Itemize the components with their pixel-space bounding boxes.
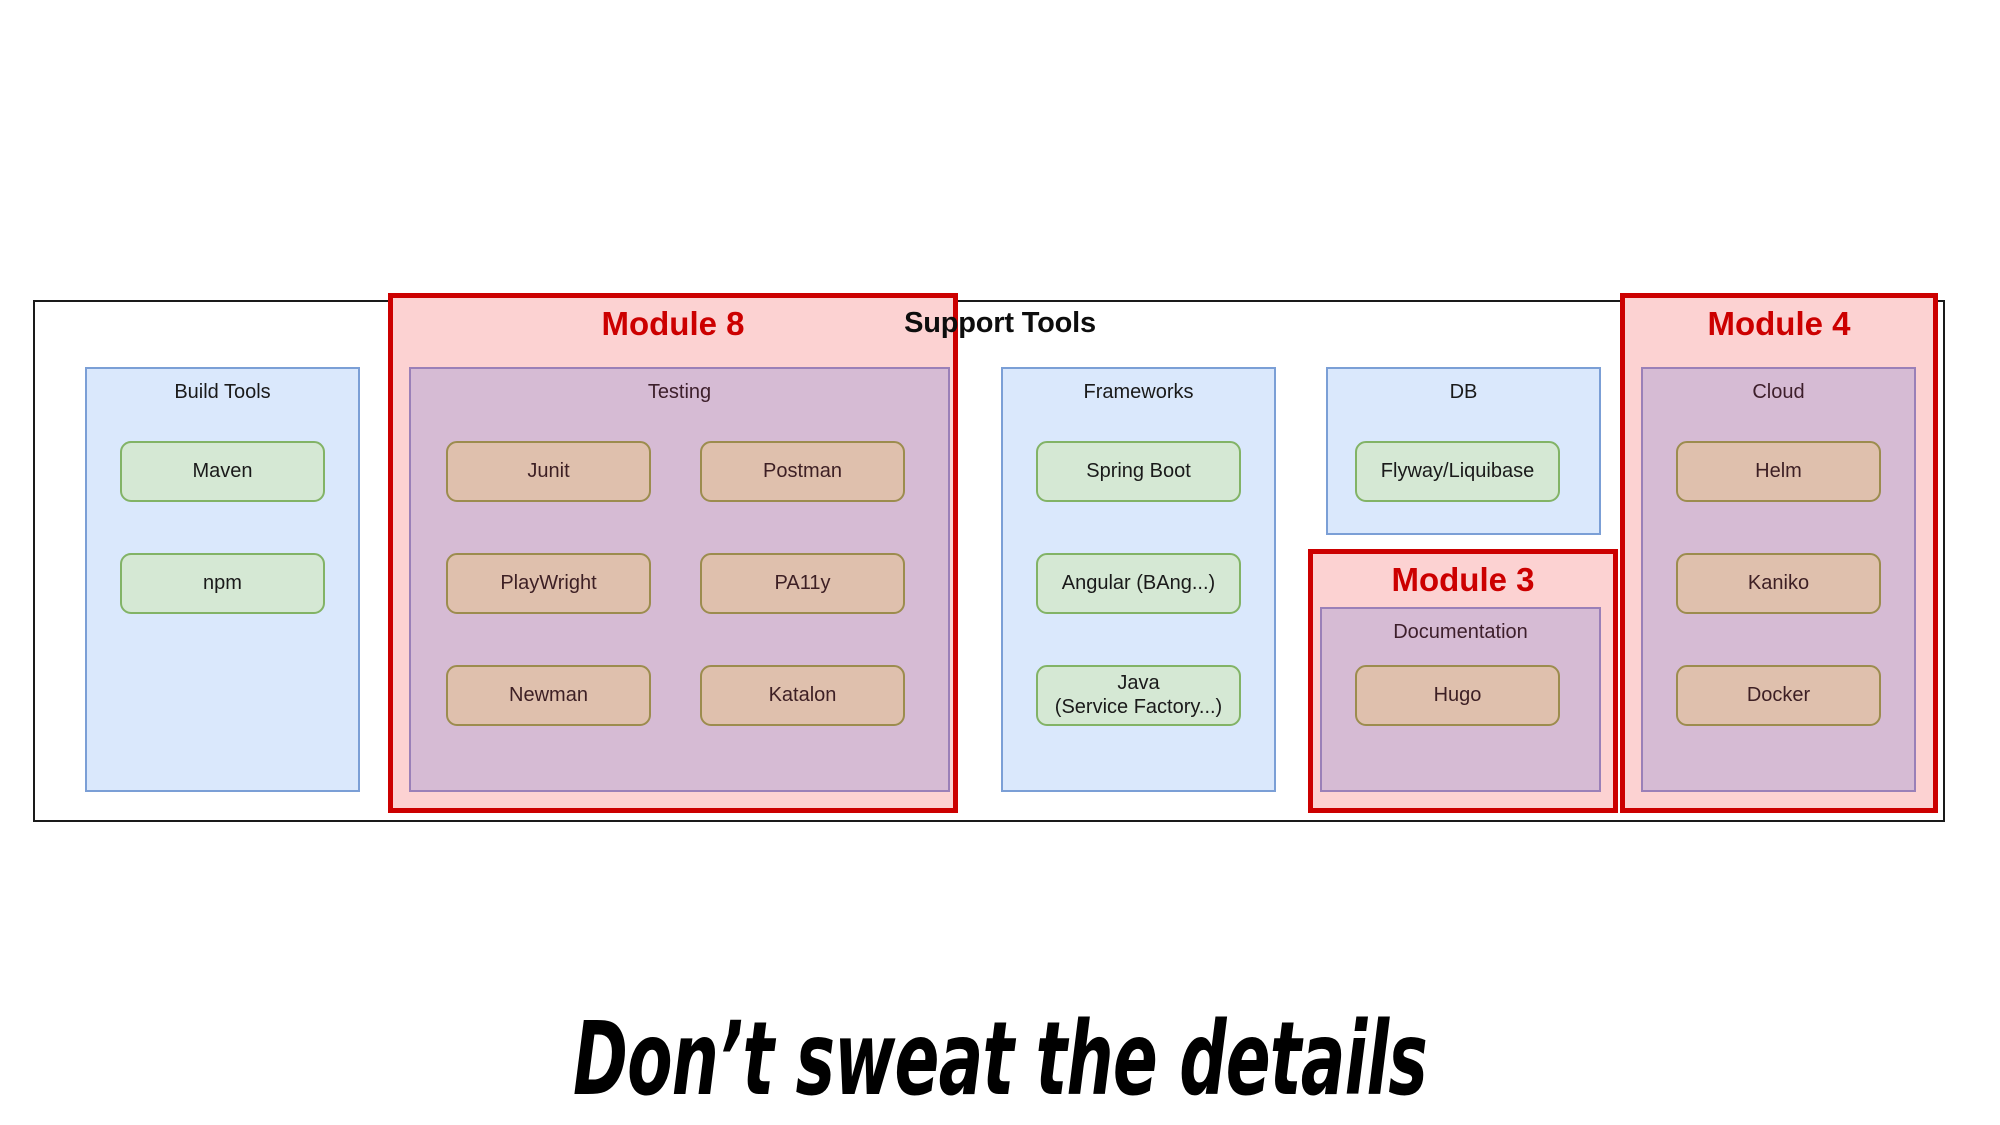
item-hugo[interactable]: Hugo: [1355, 665, 1560, 726]
slide-caption: Don’t sweat the details: [572, 1000, 1428, 1119]
group-frameworks-label: Frameworks: [1083, 381, 1194, 403]
diagram-title: Support Tools: [904, 307, 1096, 339]
item-spring-boot[interactable]: Spring Boot: [1036, 441, 1241, 502]
module-4-label: Module 4: [1707, 305, 1851, 342]
item-postman[interactable]: Postman: [700, 441, 905, 502]
group-cloud-label: Cloud: [1752, 381, 1805, 403]
item-katalon[interactable]: Katalon: [700, 665, 905, 726]
item-maven[interactable]: Maven: [120, 441, 325, 502]
item-flyway-liquibase[interactable]: Flyway/Liquibase: [1355, 441, 1560, 502]
item-pa11y[interactable]: PA11y: [700, 553, 905, 614]
item-playwright[interactable]: PlayWright: [446, 553, 651, 614]
module-8-label: Module 8: [601, 305, 745, 342]
item-newman[interactable]: Newman: [446, 665, 651, 726]
item-npm[interactable]: npm: [120, 553, 325, 614]
module-3-label: Module 3: [1391, 561, 1535, 598]
item-java-service-factory[interactable]: Java (Service Factory...): [1036, 665, 1241, 726]
item-kaniko[interactable]: Kaniko: [1676, 553, 1881, 614]
group-testing-label: Testing: [647, 381, 712, 403]
item-docker[interactable]: Docker: [1676, 665, 1881, 726]
item-helm[interactable]: Helm: [1676, 441, 1881, 502]
group-build-tools-label: Build Tools: [174, 381, 271, 403]
group-documentation-label: Documentation: [1393, 621, 1528, 643]
group-db-label: DB: [1449, 381, 1478, 403]
item-angular[interactable]: Angular (BAng...): [1036, 553, 1241, 614]
item-junit[interactable]: Junit: [446, 441, 651, 502]
